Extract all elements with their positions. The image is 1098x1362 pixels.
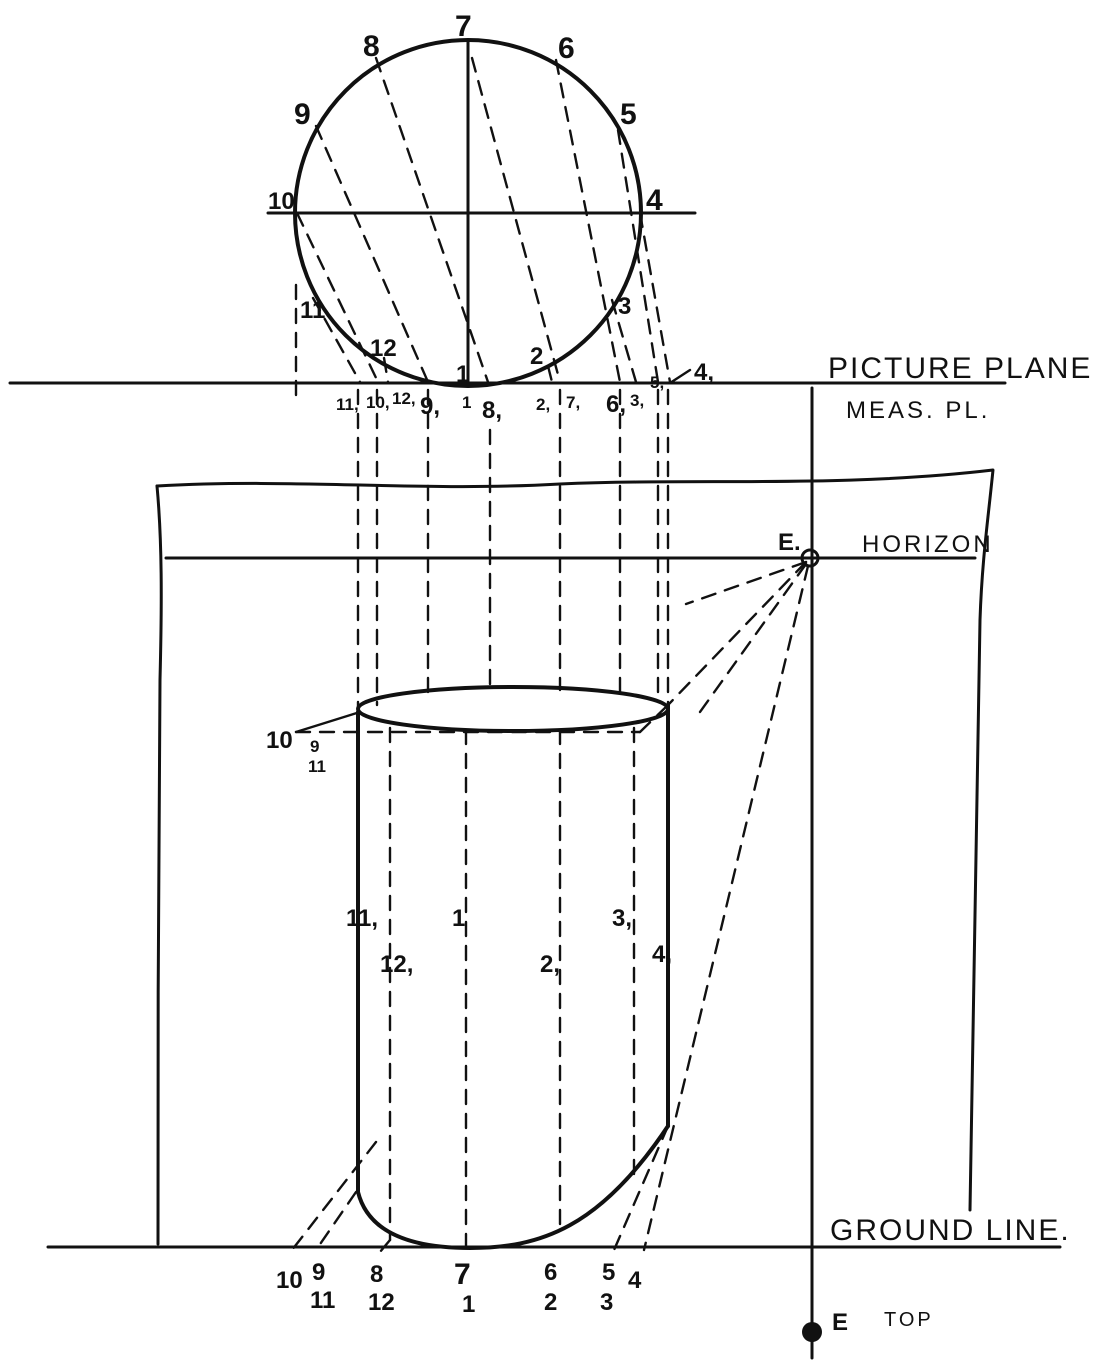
ground-label-4: 4 [628, 1267, 642, 1294]
plan-label-1: 1 [456, 361, 469, 388]
projectors [356, 388, 670, 714]
ground-label-12: 12 [368, 1289, 395, 1316]
ground-label-7: 7 [454, 1258, 471, 1291]
board-left-edge [155, 484, 163, 1246]
ray-5 [616, 128, 660, 384]
pp-label-2: 2, [536, 395, 550, 414]
picture-plane-caption: PICTURE PLANE [828, 352, 1092, 385]
plan-label-5: 5 [620, 98, 637, 131]
vp-ray-5 [612, 1124, 670, 1252]
plan-label-6: 6 [558, 32, 575, 65]
pp-label-1: 1 [462, 393, 471, 412]
plan-label-12: 12 [370, 335, 397, 362]
ground-label-10: 10 [276, 1267, 303, 1294]
ground-label-2: 2 [544, 1289, 557, 1316]
vp-ray-2 [666, 560, 808, 707]
eye-vertical: E TOP [802, 386, 934, 1360]
ray-2 [546, 364, 554, 384]
cyl-label-1: 1 [452, 905, 465, 932]
ground-label-6: 6 [544, 1259, 557, 1286]
ray-8 [374, 56, 490, 384]
plan-label-7: 7 [455, 10, 472, 43]
cyl-top-label-11: 11 [308, 757, 326, 776]
eye-label: E. [778, 529, 801, 556]
ground-line: GROUND LINE. 10 9 11 8 12 7 1 6 2 5 3 4 [46, 1214, 1071, 1318]
plan-view: 7 8 6 9 5 10 4 11 3 12 2 1 [266, 10, 697, 402]
pp-label-3: 3, [630, 391, 644, 410]
eye-point-marker [800, 548, 820, 568]
pp-label-8: 8, [482, 397, 502, 424]
ground-label-8: 8 [370, 1261, 383, 1288]
top-leader-right [638, 703, 670, 734]
ray-11 [311, 296, 362, 384]
ray-6 [554, 58, 622, 384]
cylinder-bottom-curve [356, 1124, 670, 1250]
vp-ray-1 [684, 560, 808, 606]
pp-leader-4 [668, 368, 692, 385]
cyl-label-4: 4, [652, 941, 672, 968]
plan-label-2: 2 [530, 343, 543, 370]
meas-pl-caption: MEAS. PL. [846, 397, 990, 424]
eye-top-point [802, 1322, 822, 1342]
ray-3 [610, 298, 638, 384]
ground-ray-10 [290, 1140, 378, 1252]
cyl-label-2: 2, [540, 951, 560, 978]
ground-line-caption: GROUND LINE. [830, 1214, 1071, 1247]
plan-label-11: 11 [300, 297, 325, 324]
ray-7 [470, 56, 562, 384]
board-outline [155, 468, 995, 1246]
top-caption: TOP [884, 1309, 934, 1331]
ray-12 [382, 356, 390, 384]
ground-ray-9 [314, 1190, 358, 1252]
ground-label-5: 5 [602, 1259, 615, 1286]
ray-10 [295, 211, 380, 384]
horizon-caption: HORIZON [862, 531, 994, 558]
pp-label-12: 12, [392, 389, 416, 408]
cyl-top-label-9: 9 [310, 737, 319, 756]
cylinder-top-ellipse [356, 685, 670, 733]
pp-label-7: 7, [566, 393, 580, 412]
board-top-right-edge [155, 468, 995, 1212]
vp-ray-4 [642, 564, 810, 1252]
pp-label-9: 9, [420, 393, 440, 420]
ground-label-9: 9 [312, 1259, 325, 1286]
plan-label-9: 9 [294, 98, 311, 131]
ground-label-1: 1 [462, 1291, 475, 1318]
cyl-top-label-10: 10 [266, 727, 293, 754]
plan-label-8: 8 [363, 30, 380, 63]
cyl-label-12: 12, [380, 951, 413, 978]
ground-label-3: 3 [600, 1289, 613, 1316]
horizon: E. HORIZON [164, 529, 994, 568]
pp-label-4: 4, [694, 359, 714, 386]
plan-label-10: 10 [268, 188, 295, 215]
pp-label-11: 11, [336, 395, 359, 414]
cyl-label-3: 3, [612, 905, 632, 932]
ground-label-11: 11 [310, 1287, 335, 1314]
eye-top-label: E [832, 1309, 848, 1336]
plan-label-4: 4 [646, 184, 663, 217]
pp-label-5: 5, [650, 373, 664, 392]
ray-4 [638, 211, 672, 384]
cyl-label-11: 11, [346, 905, 378, 932]
vp-ray-3 [698, 562, 808, 714]
plan-label-3: 3 [618, 293, 631, 320]
top-leader-left [294, 710, 362, 734]
cylinder: 10 9 11 11, 1 3, 12, 2, 4, [266, 685, 672, 1250]
pp-label-6: 6, [606, 391, 626, 418]
picture-plane: PICTURE PLANE MEAS. PL. 11, 10, 12, 9, 1… [8, 352, 1092, 424]
